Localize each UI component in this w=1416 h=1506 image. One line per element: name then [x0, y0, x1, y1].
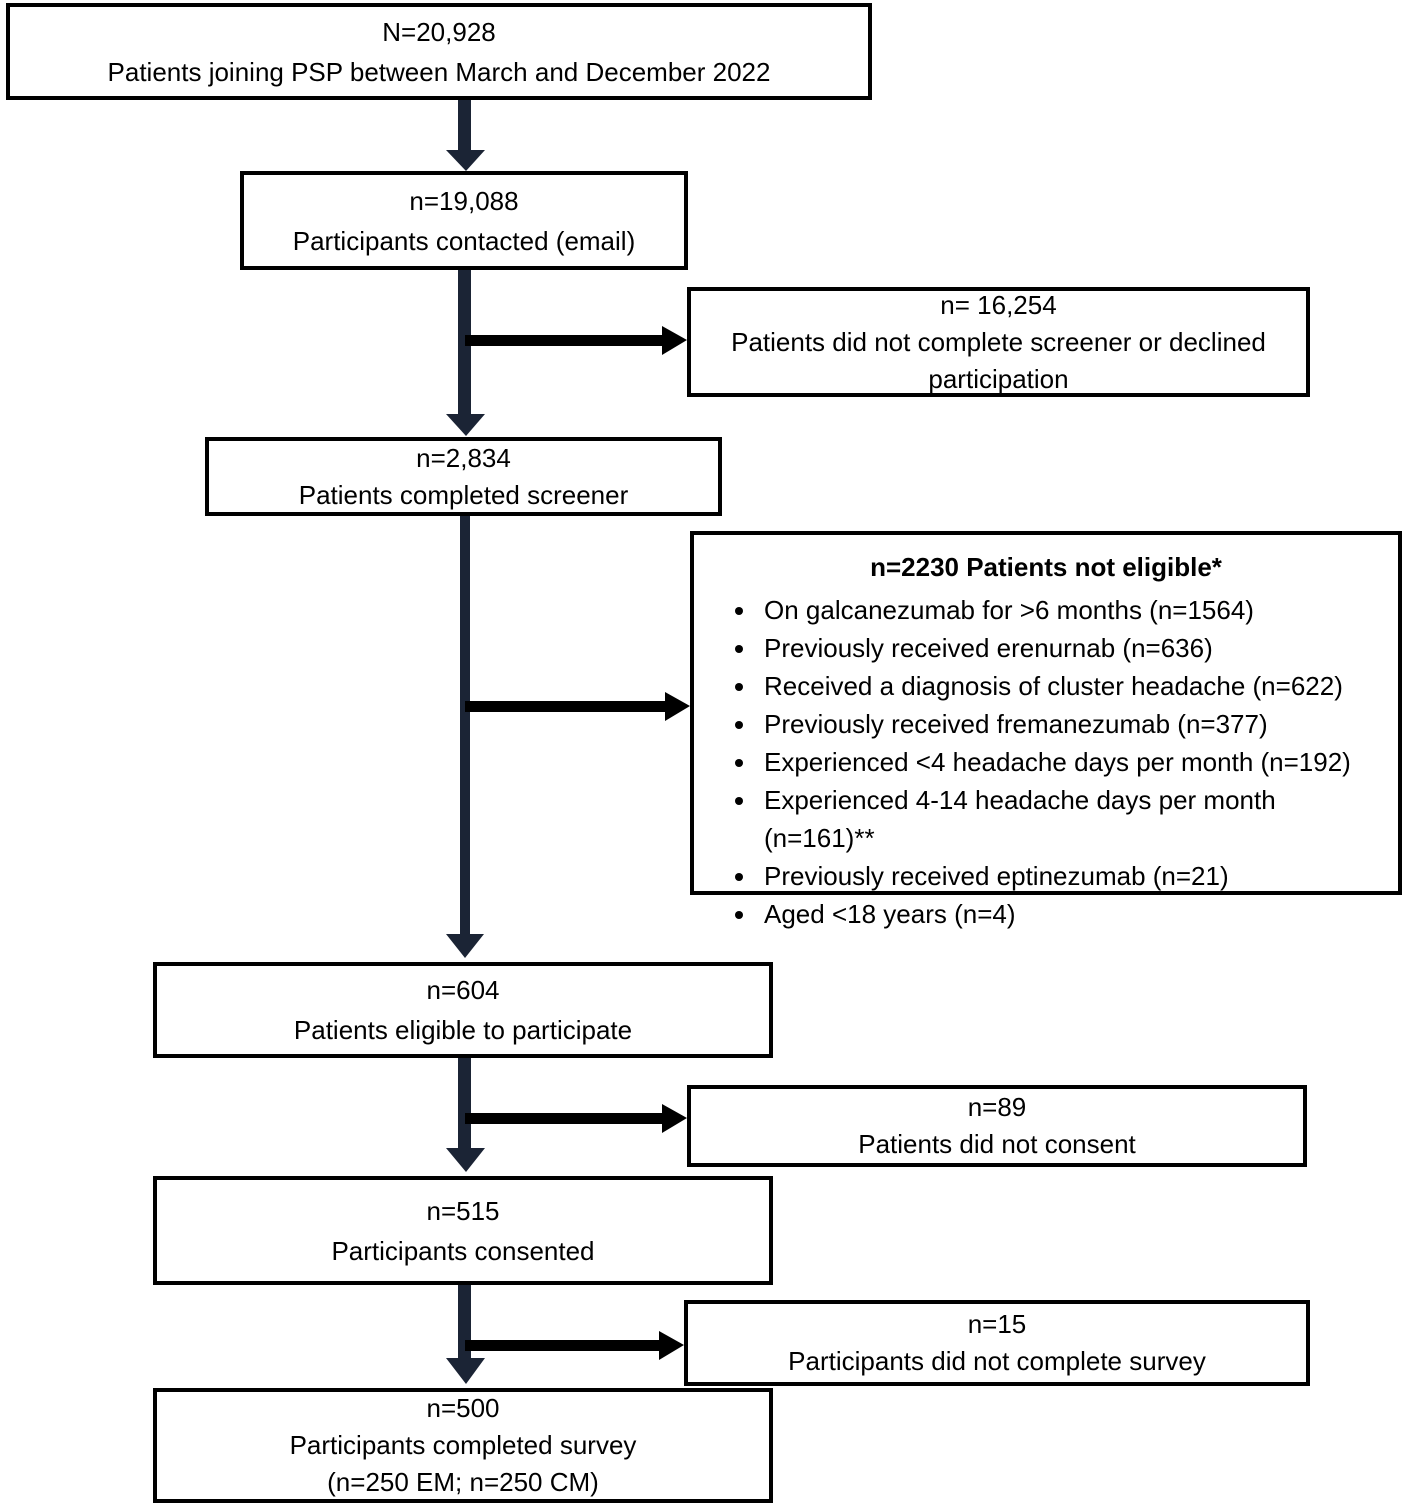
box-no-survey: n=15 Participants did not complete surve… — [684, 1300, 1310, 1386]
not-eligible-reason: Received a diagnosis of cluster headache… — [758, 667, 1378, 705]
box-consented-label: Participants consented — [331, 1235, 595, 1266]
box-consented: n=515 Participants consented — [153, 1176, 773, 1285]
box-no-screener-label: Patients did not complete screener or de… — [731, 326, 1266, 394]
arrow-branch-no-consent — [465, 1104, 687, 1133]
box-completed-survey-split: (n=250 EM; n=250 CM) — [327, 1467, 599, 1497]
box-psp-joined: N=20,928 Patients joining PSP between Ma… — [6, 3, 872, 100]
box-psp-joined-label: Patients joining PSP between March and D… — [107, 56, 771, 87]
box-no-consent-label: Patients did not consent — [858, 1129, 1136, 1159]
arrow-down-5 — [446, 1283, 485, 1384]
arrow-branch-no-screener — [465, 326, 687, 355]
box-contacted: n=19,088 Participants contacted (email) — [240, 171, 688, 270]
arrow-branch-not-eligible — [465, 692, 690, 721]
box-no-survey-count: n=15 — [967, 1309, 1027, 1339]
box-completed-screener-label: Patients completed screener — [298, 479, 629, 510]
box-completed-survey-count: n=500 — [426, 1393, 500, 1423]
box-completed-screener: n=2,834 Patients completed screener — [205, 437, 722, 516]
arrow-down-3 — [446, 513, 484, 958]
box-no-screener: n= 16,254 Patients did not complete scre… — [687, 287, 1310, 397]
arrow-down-1 — [446, 100, 485, 171]
not-eligible-reason: Experienced <4 headache days per month (… — [758, 743, 1378, 781]
box-no-screener-count: n= 16,254 — [940, 289, 1057, 320]
box-not-eligible-title: n=2230 Patients not eligible* — [870, 552, 1222, 582]
box-no-survey-label: Participants did not complete survey — [788, 1346, 1206, 1376]
box-no-consent: n=89 Patients did not consent — [687, 1085, 1307, 1167]
arrow-down-4 — [446, 1055, 485, 1172]
box-contacted-count: n=19,088 — [409, 185, 519, 216]
box-not-eligible: n=2230 Patients not eligible* On galcane… — [690, 531, 1402, 929]
not-eligible-reason: On galcanezumab for >6 months (n=1564) — [758, 591, 1378, 629]
box-eligible-label: Patients eligible to participate — [293, 1015, 633, 1045]
arrow-down-2 — [446, 268, 485, 436]
box-not-eligible-list: On galcanezumab for >6 months (n=1564) P… — [714, 591, 1378, 933]
box-eligible-count: n=604 — [426, 975, 500, 1005]
not-eligible-reason: Experienced 4-14 headache days per month… — [758, 781, 1378, 857]
not-eligible-reason: Previously received eptinezumab (n=21) — [758, 857, 1378, 895]
box-contacted-label: Participants contacted (email) — [292, 225, 636, 256]
arrow-branch-no-survey — [465, 1331, 684, 1360]
box-completed-survey-label: Participants completed survey — [289, 1430, 637, 1460]
box-no-consent-count: n=89 — [967, 1092, 1027, 1122]
box-psp-joined-count: N=20,928 — [382, 16, 496, 47]
box-completed-screener-count: n=2,834 — [416, 442, 511, 473]
not-eligible-reason: Previously received erenurnab (n=636) — [758, 629, 1378, 667]
not-eligible-reason: Previously received fremanezumab (n=377) — [758, 705, 1378, 743]
box-consented-count: n=515 — [426, 1195, 500, 1226]
box-completed-survey: n=500 Participants completed survey (n=2… — [153, 1388, 773, 1503]
box-eligible: n=604 Patients eligible to participate — [153, 962, 773, 1058]
not-eligible-reason: Aged <18 years (n=4) — [758, 895, 1378, 933]
